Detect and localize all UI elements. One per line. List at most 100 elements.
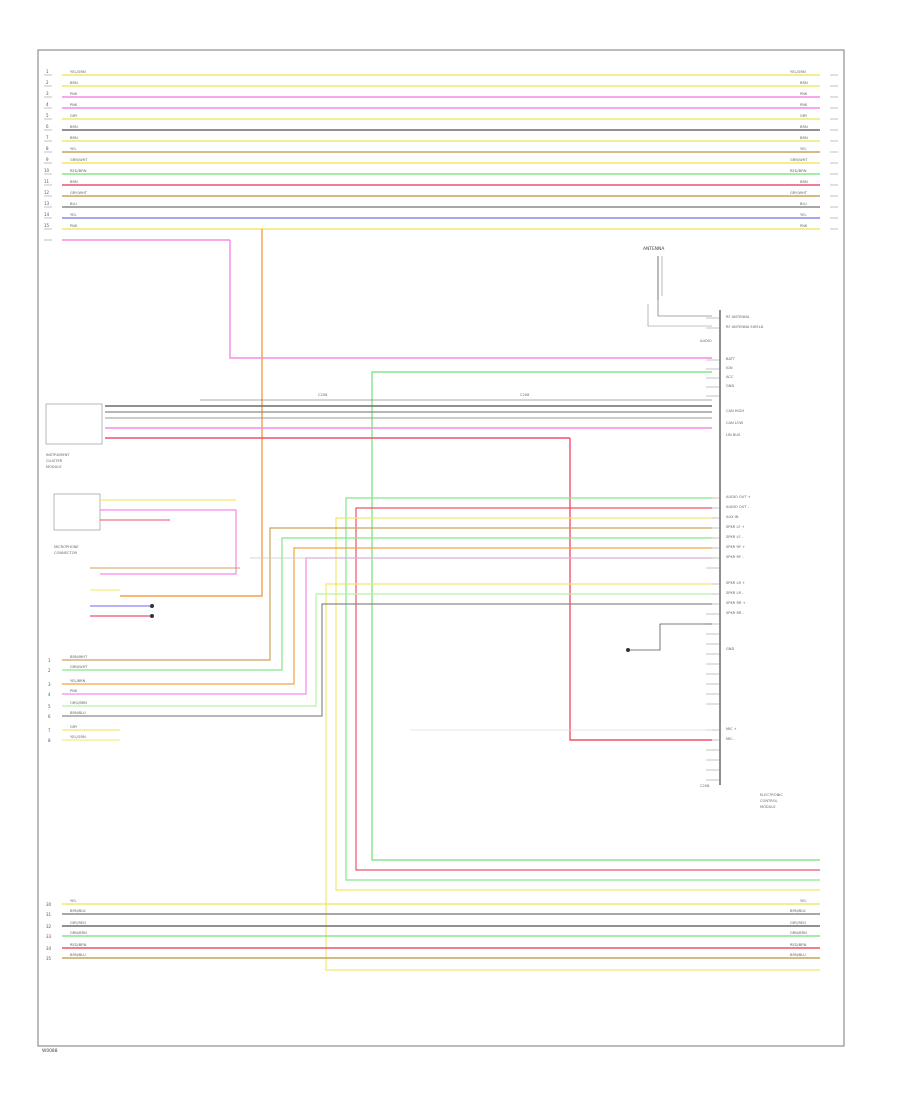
- bot-code-1-r: YEL: [800, 899, 806, 903]
- top-code-15: PNK: [70, 224, 78, 228]
- top-code-1-r: YEL/GRN: [790, 70, 806, 74]
- left-pin-3: 3: [48, 682, 51, 687]
- left-code-1: BRN/WHT: [70, 655, 88, 659]
- module-pin-e2: MIC -: [726, 737, 736, 741]
- top-pin-10: 10: [44, 168, 50, 173]
- can-bus: C208 C208: [105, 393, 712, 741]
- top-code-7-r: BRN: [800, 136, 808, 140]
- module-pin-a1: RF ANTENNA: [726, 315, 750, 319]
- wire-gnd: [630, 623, 712, 651]
- bot-pin-1: 30: [46, 902, 52, 907]
- module-pin-b2: CAN LOW: [726, 421, 744, 425]
- module-pin-a6: GND: [726, 384, 734, 388]
- module-pin-c2: AUDIO OUT -: [726, 505, 750, 509]
- bot-code-2: BRN/BLK: [70, 909, 86, 913]
- left-pin-4: 4: [48, 692, 51, 697]
- top-code-5: GRY: [70, 114, 78, 118]
- left-code-7: GRY: [70, 725, 78, 729]
- top-code-3-r: PNK: [800, 92, 808, 96]
- wire-pink-drop: [229, 240, 712, 359]
- top-code-8: YEL: [70, 147, 76, 151]
- wire-spk-1: [345, 497, 820, 881]
- module-pin-b1: CAN HIGH: [726, 409, 744, 413]
- instrument-cluster: INSTRUMENT CLUSTER MODULE: [45, 403, 103, 469]
- top-code-4-r: PNK: [800, 103, 808, 107]
- module-code: C208: [700, 784, 710, 788]
- module-pin-b3: LIN BUS: [726, 433, 741, 437]
- mic-label-2: CONNECTOR: [54, 551, 78, 555]
- module-top-label: AUDIO: [700, 339, 712, 343]
- wire-spk-8: [325, 583, 820, 971]
- splice-left: C208: [318, 393, 328, 397]
- left-harness: 1 BRN/WHT 2 GRN/WHT 3 YEL/BRN 4 PNK 5 OR…: [48, 655, 88, 743]
- module-pin-c1: AUDIO OUT +: [726, 495, 751, 499]
- left-pin-2: 2: [48, 668, 51, 673]
- bot-code-4: GRN/BRN: [70, 931, 87, 935]
- top-code-2-r: BRN: [800, 81, 808, 85]
- module-bottom-2: CONTROL: [760, 799, 778, 803]
- top-code-15-r: PNK: [800, 224, 808, 228]
- wire-spk-6: [62, 547, 712, 685]
- top-pin-2: 2: [46, 80, 49, 85]
- module-pin-c6: SPKR RF +: [726, 545, 745, 549]
- wire-spk-3: [335, 517, 820, 891]
- module-pin-c5: SPKR LF -: [726, 535, 744, 539]
- wire-spk-2: [355, 507, 820, 871]
- module-pin-e1: MIC +: [726, 727, 737, 731]
- antenna: ANTENNA: [643, 246, 712, 327]
- module-pin-a5: ACC: [726, 375, 734, 379]
- module-bottom-1: ELECTRONIC: [760, 793, 783, 797]
- module-pin-d4: SPKR RR -: [726, 611, 745, 615]
- left-code-5: ORG/BRN: [70, 701, 87, 705]
- top-code-2: BRN: [70, 81, 78, 85]
- module-pin-d2: SPKR LR -: [726, 591, 744, 595]
- bot-code-2-r: BRN/BLK: [790, 909, 806, 913]
- bot-pin-3: 32: [46, 924, 52, 929]
- module-pin-c7: SPKR RF -: [726, 555, 744, 559]
- top-pin-1: 1: [46, 69, 49, 74]
- top-code-12: GRY/WHT: [70, 191, 88, 195]
- antenna-label: ANTENNA: [643, 246, 664, 252]
- splice-right: C208: [520, 393, 530, 397]
- bot-code-5: RED/BRN: [70, 943, 87, 947]
- top-code-7: BRN: [70, 136, 78, 140]
- module-pin-c3: AUX IN: [726, 515, 739, 519]
- module-pin-a2: RF ANTENNA SHIELD: [726, 325, 764, 329]
- top-pin-4: 4: [46, 102, 49, 107]
- wire-spk-4: [62, 527, 712, 661]
- module-pin-d5: GND: [726, 647, 734, 651]
- top-code-1: YEL/GRN: [70, 70, 86, 74]
- bot-code-6-r: BRN/BLU: [790, 953, 806, 957]
- top-code-11: BRN: [70, 180, 78, 184]
- cluster-label-2: CLUSTER: [46, 459, 63, 463]
- top-pin-8: 8: [46, 146, 49, 151]
- left-code-4: PNK: [70, 689, 78, 693]
- wire-spk-5: [62, 537, 712, 671]
- corner-code: W0088: [42, 1048, 58, 1054]
- top-pin-9: 9: [46, 157, 49, 162]
- top-pin-6: 6: [46, 124, 49, 129]
- top-code-14-r: YEL: [800, 213, 806, 217]
- mic-label-1: MICROPHONE: [54, 545, 79, 549]
- module-pin-c4: SPKR LF +: [726, 525, 745, 529]
- wire-orange-drop: [120, 229, 263, 597]
- top-code-11-r: BRN: [800, 180, 808, 184]
- top-pin-11: 11: [44, 179, 50, 184]
- top-code-14: YEL: [70, 213, 76, 217]
- bot-code-6: BRN/BLU: [70, 953, 86, 957]
- left-code-6: BRN/BLU: [70, 711, 86, 715]
- cluster-label-3: MODULE: [46, 465, 62, 469]
- wire-spk-10: [62, 603, 712, 717]
- module-bottom-3: MODULE: [760, 805, 776, 809]
- bot-pin-6: 35: [46, 956, 52, 961]
- left-code-2: GRN/WHT: [70, 665, 88, 669]
- bot-code-4-r: GRN/BRN: [790, 931, 807, 935]
- top-pin-12: 12: [44, 190, 50, 195]
- bot-pin-2: 31: [46, 912, 52, 917]
- top-code-10-r: RED/BRN: [790, 169, 807, 173]
- left-pin-7: 7: [48, 728, 51, 733]
- left-pin-8: 8: [48, 738, 51, 743]
- top-pin-5: 5: [46, 113, 49, 118]
- top-code-6-r: BRN: [800, 125, 808, 129]
